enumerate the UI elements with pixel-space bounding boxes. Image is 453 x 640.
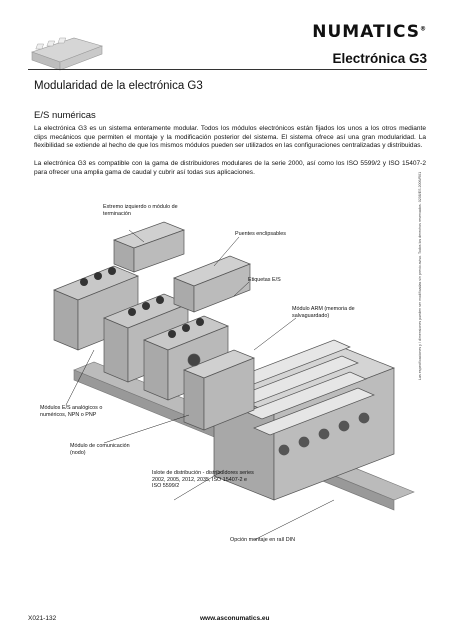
label-clip-bridges: Puentes enclipsables [235, 231, 286, 237]
label-valve-island: Islote de distribución - distribuidores … [152, 470, 254, 490]
subsection-title: E/S numéricas [34, 110, 96, 121]
label-io-tags: Etiquetas E/S [248, 277, 281, 283]
label-io-modules: Módulos E/S analógicos o numéricos, NPN … [40, 405, 103, 418]
section-title: Modularidad de la electrónica G3 [34, 80, 203, 92]
exploded-product-diagram [53, 221, 415, 541]
paragraph-compatibility: La electrónica G3 es compatible con la g… [34, 160, 426, 176]
terminal-modules [113, 221, 251, 313]
legal-side-note: Las especificaciones y / dimensiones pue… [418, 171, 422, 380]
page-title: Electrónica G3 [332, 51, 427, 66]
label-communication-node: Módulo de comunicación (nodo) [70, 443, 130, 456]
brand-logo: NUMATICS® [312, 22, 427, 42]
paragraph-modularity: La electrónica G3 es un sistema enterame… [34, 125, 426, 150]
m12-connectors [80, 267, 204, 338]
valve-manifold [213, 339, 395, 501]
website-link[interactable]: www.asconumatics.eu [200, 615, 270, 622]
page-code: X021-132 [28, 615, 57, 622]
label-din-rail: Opción montaje en raíl DIN [230, 537, 296, 543]
io-modules [53, 265, 229, 401]
label-arm-module: Módulo ARM (memoria de salvaguardado) [292, 306, 355, 319]
label-terminal-module: Extremo izquierdo o módulo de terminació… [103, 204, 178, 217]
header-divider [28, 69, 427, 70]
product-thumbnail [31, 37, 103, 71]
